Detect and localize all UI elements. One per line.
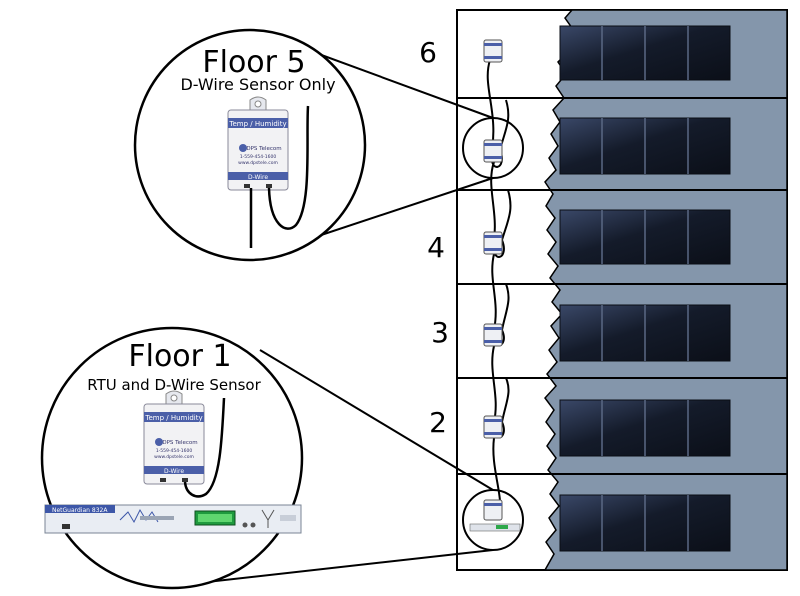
sensor-floor-1 (469, 499, 521, 532)
sensor-cable-floor-5 (249, 105, 310, 248)
sensor-brand-label: DPS Telecom (162, 440, 197, 446)
callout-floor-5-title: Floor 5 (202, 45, 305, 80)
callout-floor-5-subtitle: D-Wire Sensor Only (180, 75, 335, 94)
floor-number-3: 3 (431, 316, 449, 349)
sensor-floor-3 (483, 323, 503, 347)
sensor-brand-label: DPS Telecom (246, 146, 281, 152)
sensor-floor-2 (483, 415, 503, 439)
sensor-detail-floor-1: Temp / Humidity DPS Telecom 1-559-454-16… (143, 390, 205, 485)
floor-number-2: 2 (429, 406, 447, 439)
sensor-floor-5 (483, 139, 503, 163)
sensor-detail-floor-5: Temp / Humidity DPS Telecom 1-559-454-16… (227, 96, 289, 191)
sensor-model-label: D-Wire (164, 468, 184, 475)
sensor-web-label: www.dpstele.com (154, 454, 194, 460)
floor-number-6: 6 (419, 36, 437, 69)
sensor-floor-4 (483, 231, 503, 255)
sensor-phone-label: 1-559-454-1600 (240, 154, 277, 160)
rtu-name-label: NetGuardian 832A (52, 507, 108, 514)
floor-lines (457, 97, 787, 475)
callout-floor-1-subtitle: RTU and D-Wire Sensor (87, 376, 261, 394)
callout-floor-1-title: Floor 1 (128, 339, 231, 374)
floor-number-4: 4 (427, 231, 445, 264)
window-mullions (601, 26, 689, 551)
sensor-model-label: D-Wire (248, 174, 268, 181)
sensor-header-label: Temp / Humidity (144, 414, 202, 422)
rtu-netguardian: NetGuardian 832A (44, 504, 302, 534)
sensor-floor-6 (483, 39, 503, 63)
sensor-phone-label: 1-559-454-1600 (156, 448, 193, 454)
building-facade (543, 9, 788, 571)
sensor-cable-floor-1 (183, 397, 226, 498)
sensor-header-label: Temp / Humidity (228, 120, 286, 128)
sensor-web-label: www.dpstele.com (238, 160, 278, 166)
